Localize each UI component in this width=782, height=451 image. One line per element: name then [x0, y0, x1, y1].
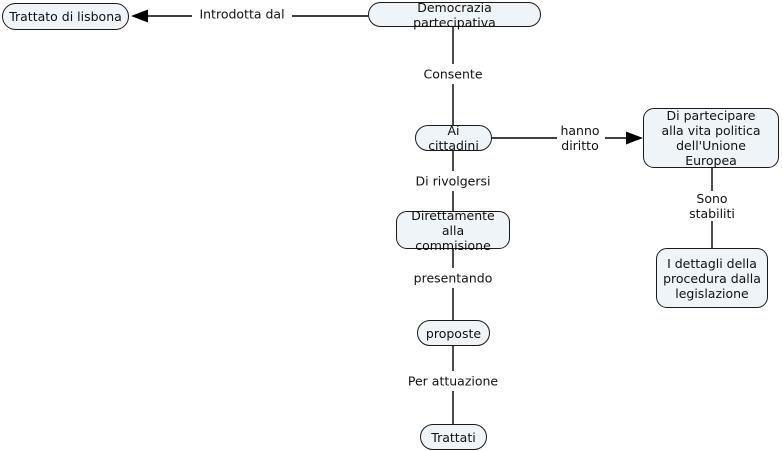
edge-cittadini-partecipare [492, 131, 643, 145]
node-democrazia-partecipativa[interactable]: Democrazia partecipativa [368, 0, 541, 30]
edge-label-sono-stabiliti: Sono stabiliti [677, 191, 747, 221]
edge-label-di-rivolgersi: Di rivolgersi [412, 173, 494, 189]
node-direttamente-alla-commisione[interactable]: Direttamente alla commisione [396, 208, 510, 253]
node-trattato-di-lisbona[interactable]: Trattato di lisbona [2, 3, 129, 30]
edge-label-consente: Consente [420, 66, 486, 82]
edge-label-introdotta-dal: Introdotta dal [196, 6, 288, 22]
node-proposte[interactable]: proposte [417, 320, 490, 346]
node-dettagli-della-procedura[interactable]: I dettagli della procedura dalla legisla… [656, 248, 768, 308]
edge-label-presentando: presentando [410, 270, 496, 286]
node-trattati[interactable]: Trattati [420, 424, 487, 450]
node-ai-cittadini[interactable]: Ai cittadini [415, 123, 492, 153]
edge-democrazia-trattato [131, 9, 368, 23]
edge-label-hanno-diritto: hanno diritto [557, 123, 603, 153]
edge-label-per-attuazione: Per attuazione [404, 373, 502, 389]
node-di-partecipare-alla-vita-politica[interactable]: Di partecipare alla vita politica dell'U… [643, 108, 779, 168]
